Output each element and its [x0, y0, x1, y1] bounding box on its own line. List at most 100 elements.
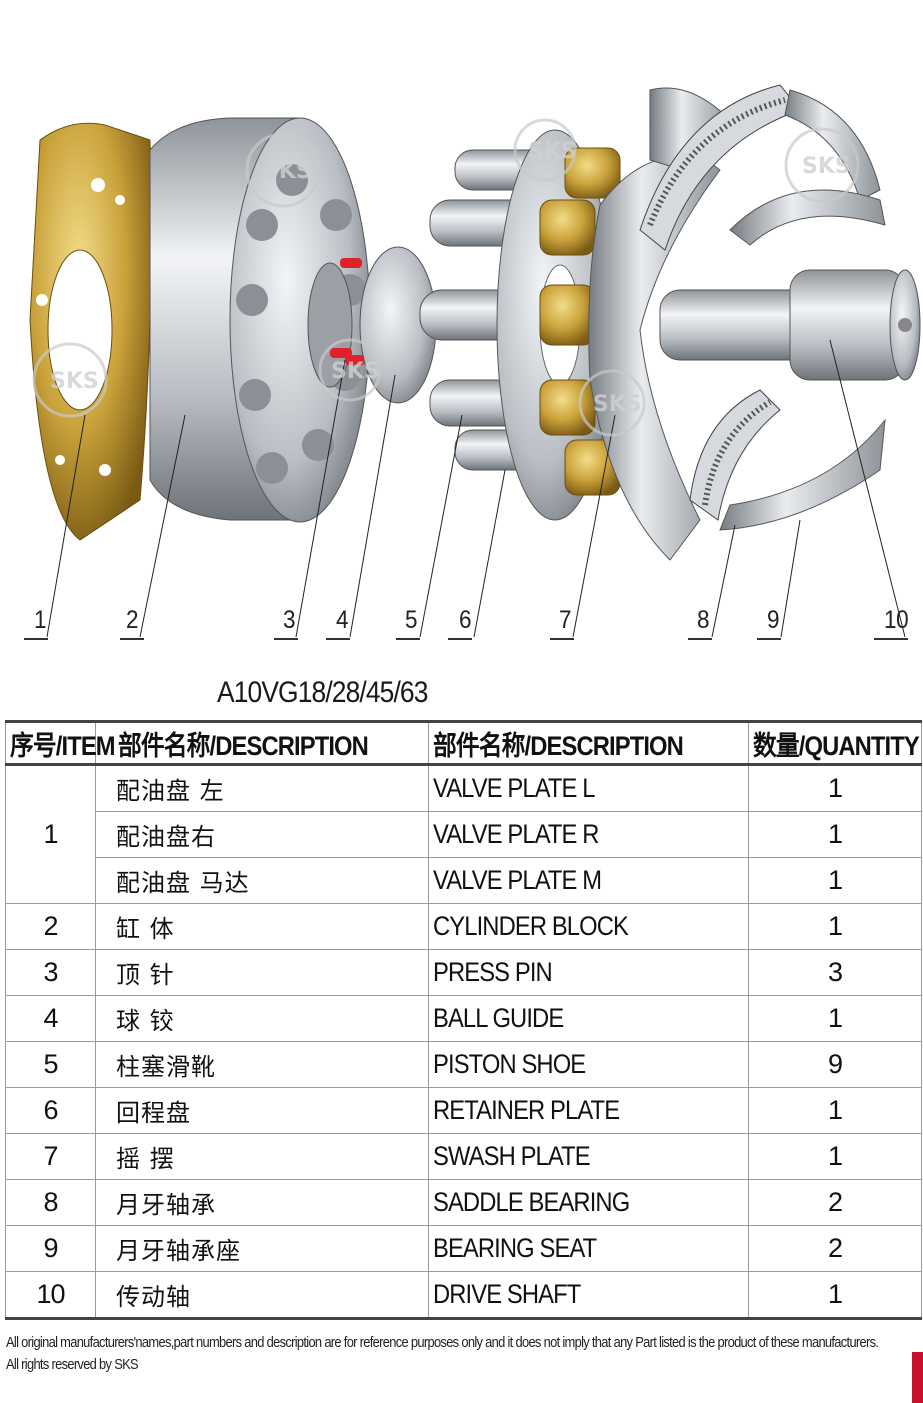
callout-underline — [326, 638, 350, 640]
table-row: 10 传动轴 DRIVE SHAFT 1 — [5, 1271, 922, 1320]
watermark-text: SKS — [263, 159, 312, 184]
description-cn: 回程盘 — [95, 1087, 429, 1134]
description-cn: 摇 摆 — [95, 1133, 429, 1180]
description-en: VALVE PLATE L — [428, 764, 749, 812]
callout-underline — [120, 638, 144, 640]
callout-underline — [24, 638, 48, 640]
callout-leaders — [46, 339, 906, 638]
callout-underline — [396, 638, 420, 640]
callout-7: 7 — [559, 606, 572, 634]
header-description-en: 部件名称/DESCRIPTION — [428, 720, 749, 766]
quantity: 2 — [748, 1179, 922, 1226]
copyright-line: All rights reserved by SKS — [6, 1356, 139, 1373]
table-row: 2 缸 体 CYLINDER BLOCK 1 — [5, 903, 922, 950]
table-header-row: 序号/ITEM 部件名称/DESCRIPTION 部件名称/DESCRIPTIO… — [5, 720, 922, 766]
quantity: 9 — [748, 1041, 922, 1088]
header-description-cn: 部件名称/DESCRIPTION — [95, 720, 429, 766]
quantity: 1 — [748, 764, 922, 812]
quantity: 2 — [748, 1225, 922, 1272]
item-number: 7 — [5, 1133, 96, 1180]
quantity: 1 — [748, 903, 922, 950]
callout-underline — [448, 638, 472, 640]
disclaimer-line: All original manufacturers'names,part nu… — [6, 1334, 879, 1351]
callout-underline — [874, 638, 908, 640]
callout-9: 9 — [767, 606, 780, 634]
description-cn: 顶 针 — [95, 949, 429, 996]
watermark-text: SKS — [593, 392, 642, 417]
drive-shaft-part — [659, 269, 921, 381]
valve-plate-part — [29, 122, 152, 541]
watermark-text: SKS — [528, 139, 577, 164]
parts-table: 序号/ITEM 部件名称/DESCRIPTION 部件名称/DESCRIPTIO… — [5, 720, 922, 1320]
red-edge-tab — [912, 1352, 923, 1403]
item-number: 10 — [5, 1271, 96, 1320]
callout-underline — [757, 638, 781, 640]
description-en: PISTON SHOE — [428, 1041, 749, 1088]
callout-underline — [550, 638, 574, 640]
header-quantity: 数量/QUANTITY — [748, 720, 922, 766]
callout-10: 10 — [884, 606, 909, 634]
item-number: 5 — [5, 1041, 96, 1088]
table-row: 3 顶 针 PRESS PIN 3 — [5, 949, 922, 996]
description-en: SADDLE BEARING — [428, 1179, 749, 1226]
description-cn: 月牙轴承座 — [95, 1225, 429, 1272]
callout-3: 3 — [283, 606, 296, 634]
quantity: 1 — [748, 995, 922, 1042]
item-number: 8 — [5, 1179, 96, 1226]
item-number: 1 — [5, 764, 96, 904]
saddle-bearing-part — [639, 84, 801, 521]
description-cn: 缸 体 — [95, 903, 429, 950]
quantity: 1 — [748, 1271, 922, 1320]
callout-8: 8 — [697, 606, 710, 634]
callout-6: 6 — [459, 606, 472, 634]
item-number: 2 — [5, 903, 96, 950]
description-en: PRESS PIN — [428, 949, 749, 996]
description-cn: 月牙轴承 — [95, 1179, 429, 1226]
description-cn: 配油盘 左 — [95, 764, 429, 812]
watermark-text: SKS — [802, 154, 851, 179]
quantity: 1 — [748, 1133, 922, 1180]
callout-5: 5 — [405, 606, 418, 634]
quantity: 3 — [748, 949, 922, 996]
disclaimer: All original manufacturers'names,part nu… — [6, 1332, 879, 1376]
table-row: 5 柱塞滑靴 PISTON SHOE 9 — [5, 1041, 922, 1088]
callout-4: 4 — [336, 606, 349, 634]
bearing-seat-part — [719, 89, 886, 531]
description-en: BEARING SEAT — [428, 1225, 749, 1272]
description-cn: 配油盘 马达 — [95, 857, 429, 904]
table-row: 7 摇 摆 SWASH PLATE 1 — [5, 1133, 922, 1180]
item-number: 6 — [5, 1087, 96, 1134]
table-row: 4 球 铰 BALL GUIDE 1 — [5, 995, 922, 1042]
description-en: CYLINDER BLOCK — [428, 903, 749, 950]
table-row: 1 配油盘 左 VALVE PLATE L 1 — [5, 764, 922, 904]
quantity: 1 — [748, 811, 922, 858]
quantity: 1 — [748, 1087, 922, 1134]
table-row: 9 月牙轴承座 BEARING SEAT 2 — [5, 1225, 922, 1272]
watermark-text: SKS — [50, 369, 99, 394]
table-row: 配油盘右 VALVE PLATE R 1 — [6, 811, 922, 858]
table-row: 8 月牙轴承 SADDLE BEARING 2 — [5, 1179, 922, 1226]
description-cn: 柱塞滑靴 — [95, 1041, 429, 1088]
header-item: 序号/ITEM — [5, 720, 116, 766]
callout-underline — [274, 638, 298, 640]
cylinder-block-part — [149, 117, 371, 523]
press-pins-part — [330, 258, 365, 365]
item-number: 3 — [5, 949, 96, 996]
description-cn: 传动轴 — [95, 1271, 429, 1320]
description-en: DRIVE SHAFT — [428, 1271, 749, 1320]
item-number: 4 — [5, 995, 96, 1042]
description-en: BALL GUIDE — [428, 995, 749, 1042]
pump-exploded-diagram: SKS SKS SKS SKS SKS SKS — [29, 84, 921, 638]
description-en: RETAINER PLATE — [428, 1087, 749, 1134]
table-row: 6 回程盘 RETAINER PLATE 1 — [5, 1087, 922, 1134]
model-title: A10VG18/28/45/63 — [217, 676, 428, 709]
shoes-brass — [539, 147, 621, 496]
callout-2: 2 — [126, 606, 139, 634]
quantity: 1 — [748, 857, 922, 904]
sks-watermarks — [32, 118, 860, 437]
table-row: 配油盘 马达 VALVE PLATE M 1 — [6, 857, 922, 904]
callout-underline — [688, 638, 712, 640]
callout-1: 1 — [34, 606, 47, 634]
description-en: VALVE PLATE R — [428, 811, 749, 858]
watermark-text: SKS — [331, 359, 380, 384]
